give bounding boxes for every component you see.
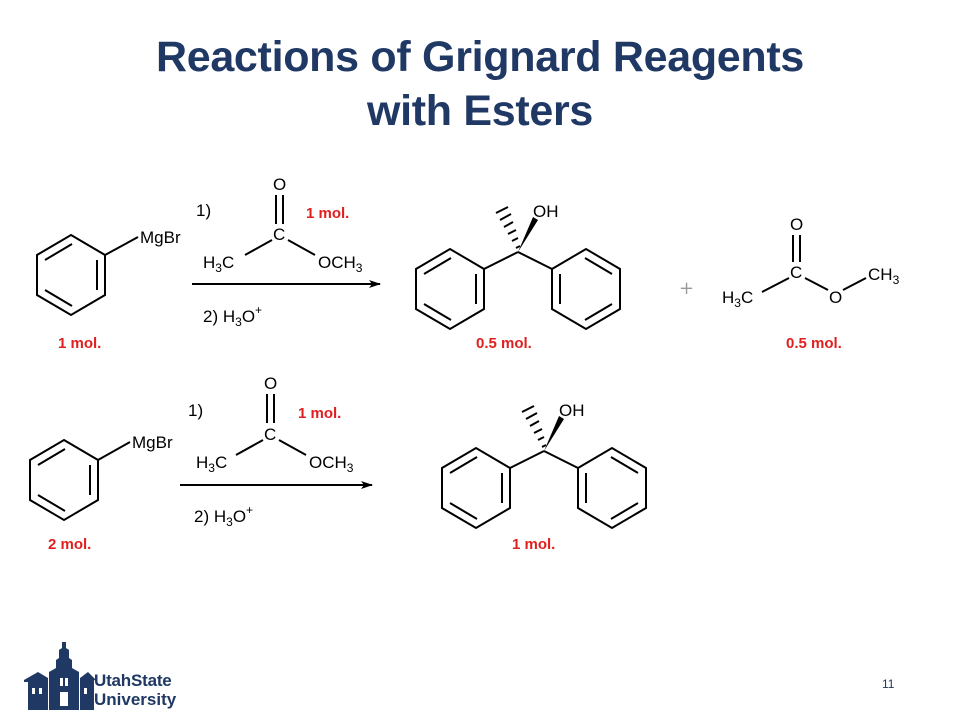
methyl-acetate-reagent-1: O C H3C OCH3 [203,175,363,275]
product-1 [415,206,621,331]
product-oh-2: OH [559,401,585,420]
page-number: 11 [882,677,895,691]
logo-text-university: University [94,690,177,709]
plus-sign: + [679,278,694,299]
mgbr-label-2: MgBr [132,433,173,452]
leftover-ester-o: O [829,288,842,307]
ester-carbon-1: C [273,225,285,244]
reaction-2: MgBr 2 mol. 1) O C H3C OCH3 1 mol. 2) H3… [29,374,647,553]
methyl-acetate-leftover: O C O CH3 H3C [722,215,900,310]
ester-och3-1: OCH3 [318,253,363,275]
step-1-label-r1: 1) [196,201,211,220]
reagent-amount-1: 1 mol. [58,335,101,352]
title-line-1: Reactions of Grignard Reagents [155,33,805,81]
leftover-amount: 0.5 mol. [786,335,842,352]
product-amount-2: 1 mol. [512,536,555,553]
ester-carbonyl-o-1: O [273,175,286,194]
slide-title: Reactions of Grignard Reagents with Este… [0,30,960,138]
reagent-amount-2: 2 mol. [48,536,91,553]
product-2 [441,405,647,530]
product-amount-1: 0.5 mol. [476,335,532,352]
ester-h3c-1: H3C [203,253,234,275]
university-logo-icon [24,642,96,710]
ester-amount-2: 1 mol. [298,405,341,422]
ester-och3-2: OCH3 [309,453,354,475]
logo-text-utahstate: UtahState [94,671,172,690]
ester-carbon-2: C [264,425,276,444]
leftover-carbonyl-o: O [790,215,803,234]
ester-carbonyl-o-2: O [264,374,277,393]
title-line-2: with Esters [366,87,594,135]
step-2-label-r1: 2) H3O+ [203,303,262,329]
ester-amount-1: 1 mol. [306,205,349,222]
mgbr-label-1: MgBr [140,228,181,247]
leftover-ch3: CH3 [868,265,900,287]
leftover-h3c: H3C [722,288,753,310]
benzene-ring-reagent-2 [29,438,131,522]
benzene-ring-reagent-1 [36,233,139,317]
product-oh-1: OH [533,202,559,221]
step-2-label-r2: 2) H3O+ [194,503,253,529]
reaction-1: MgBr 1 mol. 1) O C H3C OCH3 1 mol. 2) H3… [36,175,900,352]
ester-h3c-2: H3C [196,453,227,475]
methyl-acetate-reagent-2: O C H3C OCH3 [196,374,354,475]
leftover-carbon: C [790,263,802,282]
step-1-label-r2: 1) [188,401,203,420]
